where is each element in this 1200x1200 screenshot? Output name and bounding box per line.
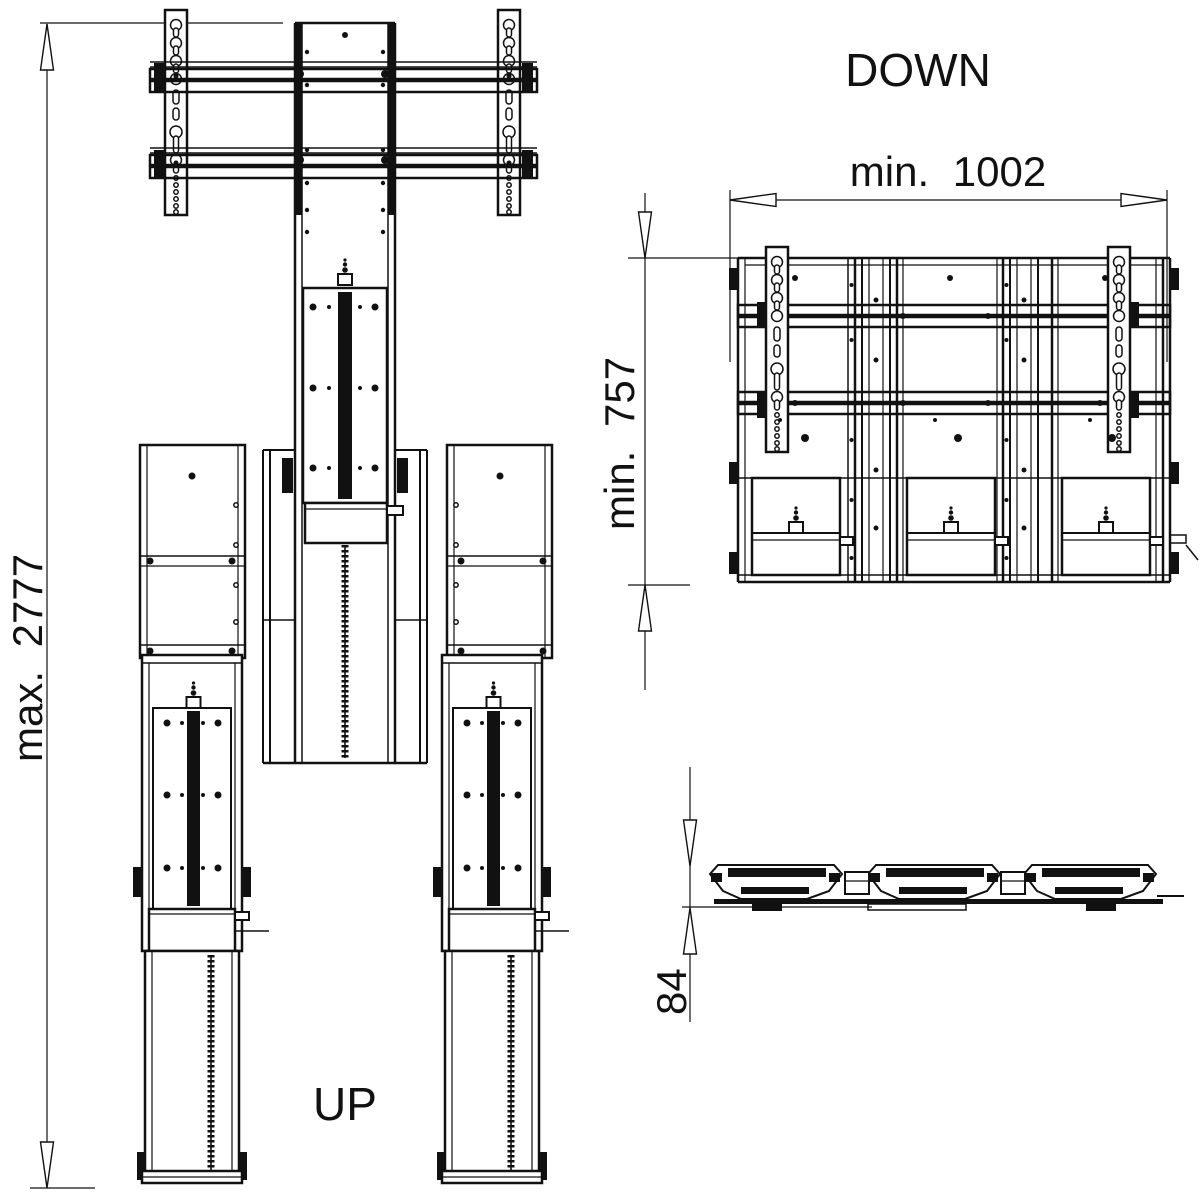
foot-left [709, 864, 843, 900]
min-width-label: min. 1002 [850, 148, 1046, 195]
tv-bracket-assembly [148, 8, 539, 217]
max-height-label: max. 2777 [4, 554, 51, 762]
actuator-box-center [905, 476, 1009, 577]
center-carriage [301, 257, 404, 545]
arrow-down-icon [39, 1141, 55, 1189]
foot-right [1023, 864, 1157, 900]
actuator-box-left [750, 476, 854, 577]
leg-left [133, 655, 269, 1183]
arrow-down-icon [637, 211, 653, 259]
leg-right [433, 655, 569, 1183]
motor-symbol [337, 257, 353, 286]
side-panel-right [445, 443, 554, 660]
down-label: DOWN [845, 44, 991, 96]
arrow-up-icon [39, 23, 55, 71]
arrow-up-icon [637, 584, 653, 632]
dim-min-depth: min. 757 [596, 193, 748, 690]
arrow-down-icon [682, 819, 698, 867]
dim-max-height: max. 2777 [4, 22, 283, 1189]
vesa-rail-right [1106, 245, 1132, 454]
down-assembly [729, 245, 1199, 584]
arrow-left-icon [729, 192, 777, 208]
side-panel-left [138, 443, 247, 660]
vesa-rail-left [163, 8, 189, 217]
foot-center [867, 864, 1001, 900]
min-depth-label: min. 757 [596, 357, 643, 530]
view-profile: 84 [648, 767, 1184, 1022]
mount-rail-top [148, 61, 539, 94]
up-label: UP [313, 1078, 377, 1130]
actuator-strip [338, 292, 352, 499]
view-up: max. 2777 [4, 8, 569, 1189]
profile-height-label: 84 [648, 968, 695, 1015]
dim-min-width: min. 1002 [729, 148, 1168, 362]
arrow-right-icon [1120, 192, 1168, 208]
profile-assembly [709, 864, 1184, 911]
view-down: DOWN min. 1002 min. 757 [596, 44, 1199, 690]
arrow-up-icon [682, 907, 698, 955]
vesa-rail-left [764, 245, 790, 454]
actuator-box-right [1060, 476, 1164, 577]
mount-rail-bottom [148, 147, 539, 180]
vesa-rail-right [496, 8, 522, 217]
